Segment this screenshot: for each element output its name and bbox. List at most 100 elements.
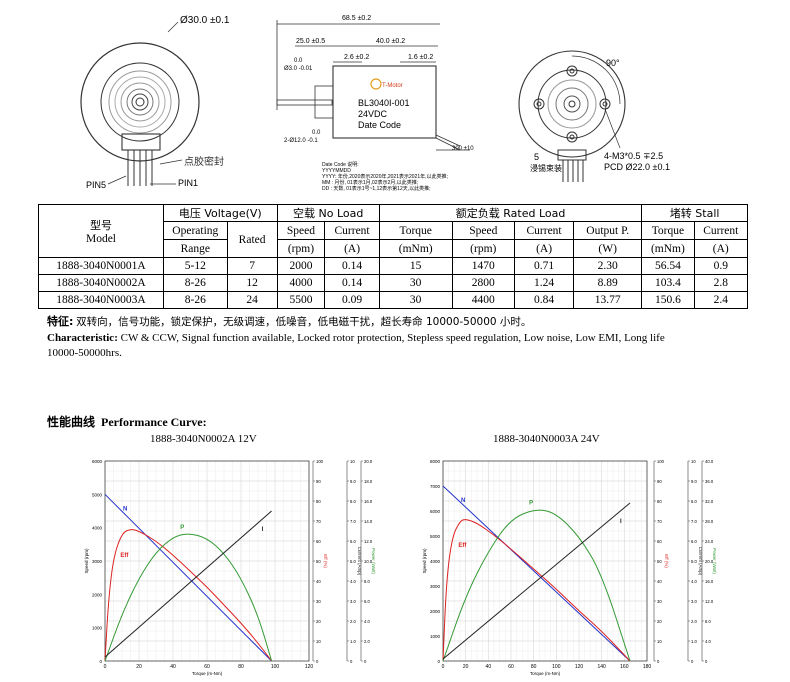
- svg-text:MM : 月份, 01表示1月,02表示2月,以此类推;: MM : 月份, 01表示1月,02表示2月,以此类推;: [322, 179, 418, 186]
- eff-tick-label: 20: [316, 619, 321, 624]
- speed-tick-label: 5000: [92, 492, 103, 497]
- speed-tick-label: 3000: [430, 584, 441, 589]
- speed-tick-label: 1000: [92, 626, 103, 631]
- eff-tick-label: 10: [657, 639, 662, 644]
- power-tick-label: 36.0: [705, 479, 714, 484]
- svg-text:DD : 天数, 01表示1号~1,12表示第12天,以此: DD : 天数, 01表示1号~1,12表示第12天,以此类推;: [322, 185, 431, 192]
- series-eff-line: [104, 529, 272, 662]
- series-n-line: [104, 493, 272, 662]
- eff-tick-label: 80: [657, 499, 662, 504]
- current-tick-label: 2.0: [350, 619, 356, 624]
- x-tick-label: 140: [597, 664, 606, 670]
- x-tick-label: 160: [620, 664, 629, 670]
- pin5-label: PIN5: [86, 180, 106, 190]
- eff-tick-label: 50: [316, 559, 321, 564]
- speed-tick-label: 0: [437, 659, 440, 664]
- eff-tick-label: 0: [316, 659, 319, 664]
- dim-1-6: 1.6 ±0.2: [408, 54, 433, 61]
- x-tick-label: 60: [204, 664, 210, 670]
- performance-title: 性能曲线 Performance Curve:: [47, 415, 207, 429]
- power-tick-label: 10.0: [364, 559, 373, 564]
- tin-number: 5: [534, 152, 539, 162]
- current-tick-label: 0: [350, 659, 353, 664]
- logo-text: T-Motor: [382, 83, 403, 89]
- power-tick-label: 24.0: [705, 539, 714, 544]
- table-header-row-1: 型号 Model 电压 Voltage(V) 空载 No Load 额定负载 R…: [38, 204, 748, 258]
- series-p-label: P: [529, 501, 533, 507]
- current-tick-label: 7.0: [691, 519, 697, 524]
- characteristic-zh-label: 特征:: [47, 315, 74, 328]
- characteristic-en: Characteristic: CW & CCW, Signal functio…: [47, 331, 665, 346]
- series-n-label: N: [461, 498, 465, 504]
- pcd-label: PCD Ø22.0 ±0.1: [604, 162, 670, 172]
- x-tick-label: 100: [552, 664, 561, 670]
- power-tick-label: 6.0: [364, 599, 370, 604]
- power-tick-label: 8.0: [364, 579, 370, 584]
- power-tick-label: 18.0: [364, 479, 373, 484]
- series-eff-line: [442, 519, 631, 662]
- speed-tick-label: 4000: [430, 559, 441, 564]
- power-tick-label: 16.0: [364, 499, 373, 504]
- power-tick-label: 12.0: [364, 539, 373, 544]
- speed-tick-label: 1000: [430, 634, 441, 639]
- eff-tick-label: 100: [657, 459, 665, 464]
- shaft-tol-top: 0.0: [294, 58, 303, 64]
- current-tick-label: 0: [691, 659, 694, 664]
- current-tick-label: 1.0: [350, 639, 356, 644]
- x-tick-label: 20: [463, 664, 469, 670]
- speed-axis-label: Speed (rpm): [84, 548, 89, 574]
- power-axis-label: Power (Watt): [712, 548, 717, 575]
- eff-tick-label: 10: [316, 639, 321, 644]
- shaft-length-dim: 25.0 ±0.5: [296, 38, 325, 45]
- label-date: Date Code: [358, 120, 401, 130]
- chart-2-title: 1888-3040N0003A 24V: [493, 433, 600, 445]
- series-i-label: I: [620, 519, 622, 525]
- angle-label: 90°: [606, 58, 620, 68]
- label-model: BL3040I-001: [358, 98, 410, 108]
- power-tick-label: 0: [705, 659, 708, 664]
- speed-tick-label: 2000: [92, 592, 103, 597]
- eff-tick-label: 40: [657, 579, 662, 584]
- characteristic-en-label: Characteristic:: [47, 332, 118, 344]
- current-tick-label: 9.0: [350, 479, 356, 484]
- current-axis-label: Current (Amp): [357, 547, 362, 576]
- x-tick-label: 0: [442, 664, 445, 670]
- current-tick-label: 9.0: [691, 479, 697, 484]
- power-tick-label: 4.0: [364, 619, 370, 624]
- plot-frame: [104, 460, 310, 662]
- power-tick-label: 2.0: [364, 639, 370, 644]
- series-i-line: [104, 510, 272, 658]
- power-tick-label: 0: [364, 659, 367, 664]
- current-tick-label: 6.0: [350, 539, 356, 544]
- eff-tick-label: 60: [316, 539, 321, 544]
- characteristic-en-2: 10000-50000hrs.: [47, 347, 122, 359]
- eff-tick-label: 40: [316, 579, 321, 584]
- current-tick-label: 10: [350, 459, 355, 464]
- left-diameter-dim: Ø30.0 ±0.1: [180, 15, 230, 26]
- eff-tick-label: 30: [657, 599, 662, 604]
- x-tick-label: 40: [486, 664, 492, 670]
- series-i-label: I: [262, 527, 264, 533]
- eff-axis-label: Eff (%): [664, 554, 669, 568]
- boss-dia-dim: 2-Ø12.0 -0.1: [284, 138, 318, 144]
- speed-tick-label: 4000: [92, 526, 103, 531]
- svg-text:YYYY: 年份,2020表示2020年,2021表示202: YYYY: 年份,2020表示2020年,2021表示2021年,以此类推;: [322, 173, 448, 180]
- x-tick-label: 60: [508, 664, 514, 670]
- model-header: 型号 Model: [38, 204, 164, 258]
- body-length-dim: 40.0 ±0.2: [376, 38, 405, 45]
- series-eff-label: Eff: [458, 543, 467, 549]
- power-tick-label: 16.0: [705, 579, 714, 584]
- characteristic-zh-text: 双转向，信号功能，锁定保护，无级调速，低噪音，低电磁干扰，超长寿命 10000-…: [76, 316, 532, 328]
- svg-text:Date Code 说明:: Date Code 说明:: [322, 161, 359, 168]
- x-tick-label: 20: [136, 664, 142, 670]
- power-tick-label: 40.0: [705, 459, 714, 464]
- boss-tol-top: 0.0: [312, 130, 321, 136]
- shaft-dia-dim: Ø3.0 -0.01: [284, 66, 313, 72]
- label-voltage: 24VDC: [358, 109, 388, 119]
- overall-length-dim: 68.5 ±0.2: [342, 15, 371, 22]
- x-tick-label: 80: [238, 664, 244, 670]
- power-tick-label: 12.0: [705, 599, 714, 604]
